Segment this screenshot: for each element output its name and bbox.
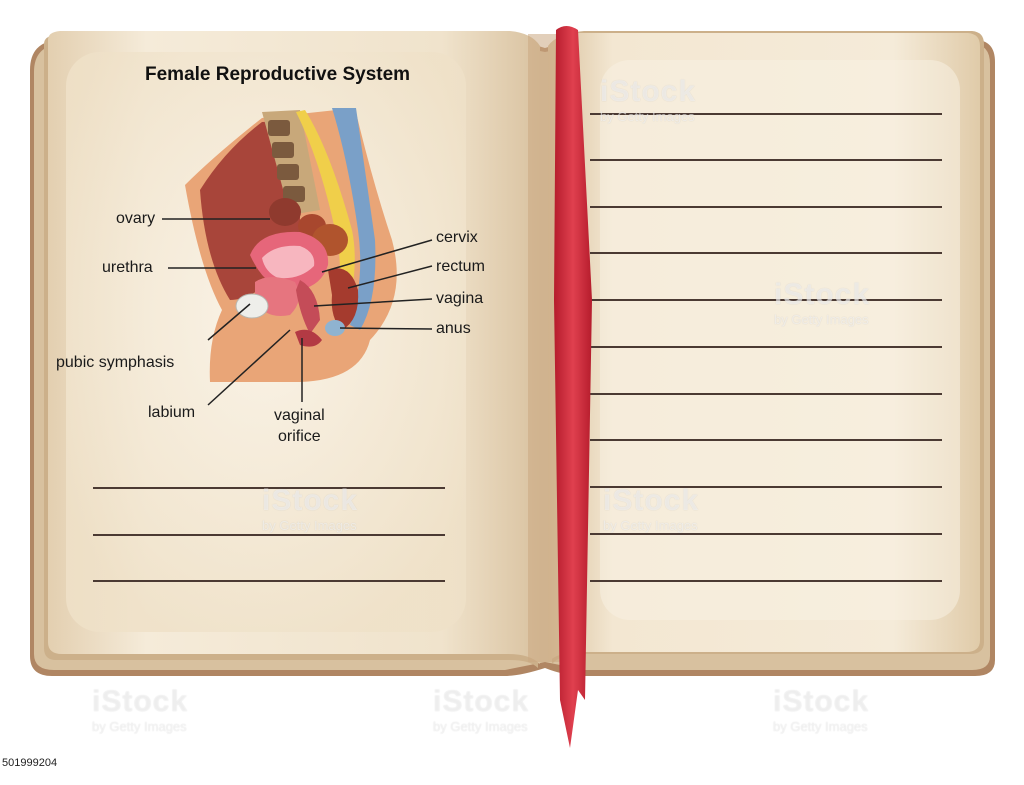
label-vagina: vagina (436, 290, 484, 307)
label-cervix: cervix (436, 229, 478, 246)
stock-id: 501999204 (2, 757, 58, 769)
page-title: Female Reproductive System (145, 64, 411, 85)
label-vaginal-orifice-line1: vaginal (274, 407, 325, 424)
label-urethra: urethra (102, 259, 153, 276)
bookmark-ribbon (554, 26, 592, 748)
label-rectum: rectum (436, 258, 485, 275)
label-vaginal-orifice-line2: orifice (278, 428, 321, 445)
label-pubic-symphasis: pubic symphasis (56, 354, 175, 371)
label-ovary: ovary (116, 210, 156, 227)
label-labium: labium (148, 404, 196, 421)
right-page-lines (590, 113, 942, 582)
left-page-lines (93, 487, 445, 582)
label-pointers (162, 218, 433, 406)
label-anus: anus (436, 320, 471, 337)
